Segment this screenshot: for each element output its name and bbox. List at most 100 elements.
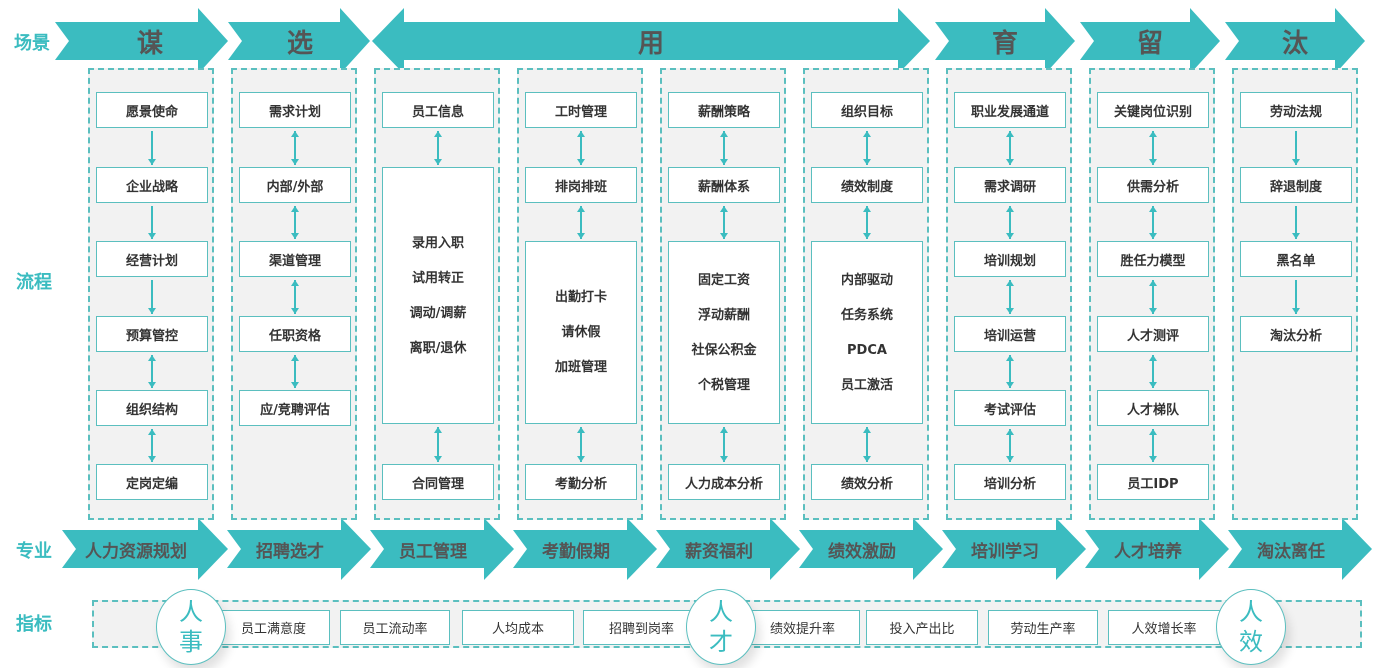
row-label-process: 流程 [16, 272, 52, 293]
process-item[interactable]: 绩效分析 [811, 464, 923, 500]
scene-arrow [55, 8, 228, 74]
process-item[interactable]: 培训规划 [954, 241, 1066, 277]
process-subitem: 固定工资 [697, 272, 750, 288]
metric-category-badge: 人才 [686, 589, 756, 665]
process-item[interactable]: 愿景使命 [96, 92, 208, 128]
row-label-metrics: 指标 [16, 614, 52, 635]
process-item[interactable]: 应/竞聘评估 [239, 390, 351, 426]
specialty-label: 考勤假期 [542, 541, 610, 562]
process-item[interactable]: 工时管理 [525, 92, 637, 128]
process-item[interactable]: 考勤分析 [525, 464, 637, 500]
scene-mou: 谋 [136, 28, 163, 59]
process-item[interactable]: 培训分析 [954, 464, 1066, 500]
metric-item: 员工满意度 [217, 610, 330, 645]
specialty-label: 培训学习 [971, 541, 1039, 562]
badge-char: 事 [179, 628, 203, 656]
process-item[interactable]: 合同管理 [382, 464, 494, 500]
scene-arrow [935, 8, 1075, 74]
metric-category-badge: 人事 [156, 589, 226, 665]
process-item[interactable]: 职业发展通道 [954, 92, 1066, 128]
process-item[interactable]: 企业战略 [96, 167, 208, 203]
scene-double-arrow [372, 8, 930, 74]
metric-item: 招聘到岗率 [583, 610, 700, 645]
specialty-label: 绩效激励 [828, 541, 896, 562]
process-item[interactable]: 胜任力模型 [1097, 241, 1209, 277]
process-group[interactable]: 固定工资浮动薪酬社保公积金个税管理 [668, 241, 780, 424]
process-item[interactable]: 定岗定编 [96, 464, 208, 500]
process-item[interactable]: 辞退制度 [1240, 167, 1352, 203]
process-subitem: 浮动薪酬 [697, 307, 750, 323]
process-item[interactable]: 人才测评 [1097, 316, 1209, 352]
process-item[interactable]: 组织结构 [96, 390, 208, 426]
process-subitem: 试用转正 [411, 270, 464, 286]
process-subitem: 请休假 [561, 325, 601, 340]
specialty-arrow [62, 518, 228, 580]
process-subitem: 员工激活 [840, 377, 893, 393]
process-item[interactable]: 淘汰分析 [1240, 316, 1352, 352]
process-group[interactable]: 出勤打卡请休假加班管理 [525, 241, 637, 424]
process-item[interactable]: 供需分析 [1097, 167, 1209, 203]
process-subitem: 离职/退休 [409, 340, 467, 356]
badge-char: 效 [1239, 628, 1263, 656]
process-item[interactable]: 人力成本分析 [668, 464, 780, 500]
scene-xuan: 选 [286, 28, 313, 59]
badge-char: 人 [1239, 598, 1263, 626]
process-item[interactable]: 员工信息 [382, 92, 494, 128]
metric-item: 投入产出比 [866, 610, 978, 645]
scene-arrow [1225, 8, 1365, 74]
metric-item: 绩效提升率 [745, 610, 860, 645]
badge-char: 人 [709, 598, 733, 626]
process-group[interactable]: 录用入职试用转正调动/调薪离职/退休 [382, 167, 494, 424]
process-subitem: 出勤打卡 [554, 290, 607, 305]
process-item[interactable]: 任职资格 [239, 316, 351, 352]
specialty-arrow [942, 518, 1086, 580]
process-item[interactable]: 需求调研 [954, 167, 1066, 203]
process-subitem: 任务系统 [840, 307, 893, 323]
scene-yu: 育 [991, 28, 1018, 59]
scene-arrow [1080, 8, 1220, 74]
specialty-arrow [656, 518, 800, 580]
scene-yong: 用 [637, 28, 664, 59]
process-item[interactable]: 黑名单 [1240, 241, 1352, 277]
process-item[interactable]: 考试评估 [954, 390, 1066, 426]
scene-arrow [228, 8, 370, 74]
specialty-arrow [370, 518, 514, 580]
specialty-label: 员工管理 [399, 541, 467, 562]
process-item[interactable]: 经营计划 [96, 241, 208, 277]
process-group[interactable]: 内部驱动任务系统 PDCA 员工激活 [811, 241, 923, 424]
process-item[interactable]: 员工IDP [1097, 464, 1209, 500]
process-item[interactable]: 预算管控 [96, 316, 208, 352]
process-item[interactable]: 劳动法规 [1240, 92, 1352, 128]
specialty-arrow [799, 518, 943, 580]
metric-item: 人均成本 [462, 610, 574, 645]
process-item[interactable]: 需求计划 [239, 92, 351, 128]
specialty-arrow [1085, 518, 1229, 580]
process-item[interactable]: 绩效制度 [811, 167, 923, 203]
specialty-label: 人力资源规划 [85, 541, 187, 562]
metric-item: 员工流动率 [340, 610, 450, 645]
process-column [231, 68, 357, 520]
process-item[interactable]: 薪酬策略 [668, 92, 780, 128]
process-item[interactable]: 薪酬体系 [668, 167, 780, 203]
process-subitem: 个税管理 [697, 377, 750, 393]
row-label-specialty: 专业 [16, 541, 52, 562]
process-item[interactable]: 组织目标 [811, 92, 923, 128]
scene-tai: 汰 [1281, 28, 1308, 59]
process-item[interactable]: 人才梯队 [1097, 390, 1209, 426]
process-item[interactable]: 排岗排班 [525, 167, 637, 203]
specialty-arrow [227, 518, 371, 580]
badge-char: 才 [709, 628, 733, 656]
process-item[interactable]: 内部/外部 [239, 167, 351, 203]
process-item[interactable]: 渠道管理 [239, 241, 351, 277]
process-subitem: 内部驱动 [840, 272, 893, 288]
process-subitem: 调动/调薪 [409, 305, 467, 321]
specialty-label: 薪资福利 [685, 541, 753, 562]
specialty-arrow [513, 518, 657, 580]
process-column [88, 68, 214, 520]
process-item[interactable]: 培训运营 [954, 316, 1066, 352]
process-subitem: PDCA [847, 342, 887, 358]
metric-item: 劳动生产率 [988, 610, 1098, 645]
process-subitem: 社保公积金 [691, 342, 757, 358]
process-item[interactable]: 关键岗位识别 [1097, 92, 1209, 128]
